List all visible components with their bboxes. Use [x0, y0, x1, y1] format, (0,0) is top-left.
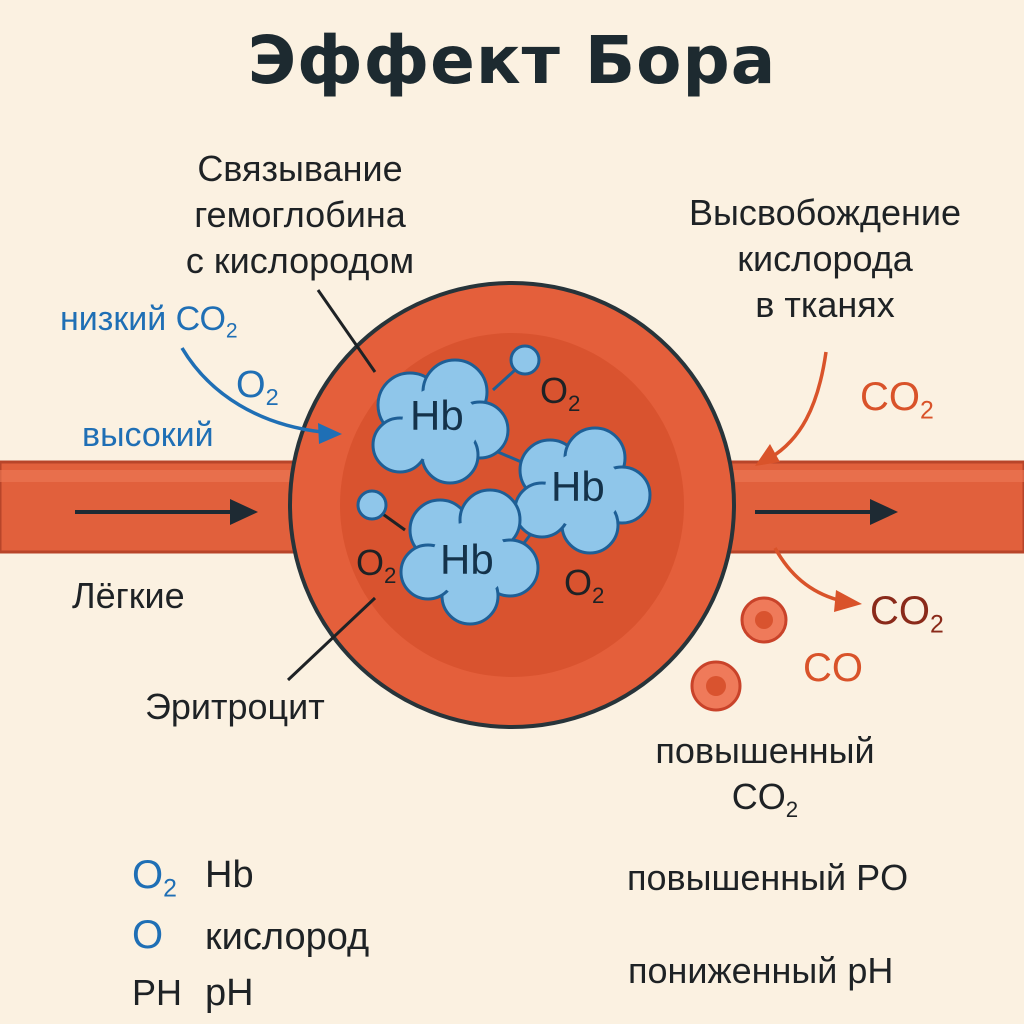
flow-arrow-right [755, 499, 898, 525]
co2-out-subscript: 2 [930, 611, 944, 639]
co-molecule-small [690, 660, 742, 712]
release-label-line-1: Высвобождение [689, 192, 961, 233]
hemoglobin-blob-3 [399, 488, 540, 626]
erythrocyte-label: Эритроцит [145, 686, 325, 727]
release-label-line-3: в тканях [755, 284, 895, 325]
binding-label-line-3: с кислородом [185, 240, 415, 281]
o2-in-cell-right-subscript: 2 [592, 582, 605, 608]
release-label: Высвобождение кислорода в тканях [650, 190, 1000, 328]
legend-symbol-o: O [132, 913, 164, 957]
o2-left-label: О2 [236, 362, 279, 411]
lungs-label: Лёгкие [72, 575, 185, 616]
binding-label-line-1: Связывание [197, 148, 403, 189]
oxygen-atom-top [509, 344, 541, 376]
elevated-co2-line-2: CO2 [620, 774, 910, 820]
diagram-title: Эффект Бора [247, 22, 777, 99]
o2-in-cell-top-subscript: 2 [568, 390, 581, 416]
co2-right-text: CO [860, 375, 920, 419]
binding-label: Связывание гемоглобина с кислородом [150, 146, 450, 284]
co2-right-label: CO2 [860, 374, 934, 424]
binding-label-line-2: гемоглобина [194, 194, 406, 235]
o2-in-cell-top: O2 [540, 368, 580, 414]
low-co2-subscript: 2 [225, 319, 238, 343]
hb-label-3: Hb [440, 536, 494, 583]
o2-in-cell-right: O2 [564, 560, 604, 606]
legend-text-ph: pH [205, 972, 254, 1014]
legend-symbol-ph: PH [132, 972, 183, 1013]
hb-label-1: Hb [410, 392, 464, 439]
high-label: высокий [82, 416, 214, 454]
co2-out-label: CO2 [870, 588, 944, 638]
legend-symbol-o2-text: O [132, 853, 164, 897]
co2-exit-arrow [773, 547, 862, 612]
o2-in-cell-left: O2 [356, 540, 396, 586]
o2-left-text: О [236, 364, 266, 406]
legend-symbol-o2: O2 [132, 852, 177, 902]
co-out-label: CO [803, 646, 863, 690]
o2-in-cell-left-text: O [356, 542, 385, 583]
elevated-co2-subscript: 2 [785, 796, 799, 822]
o2-left-subscript: 2 [265, 384, 279, 411]
hb-label-2: Hb [551, 463, 605, 510]
hemoglobin-blob-1 [371, 358, 510, 485]
binding-pointer-line [316, 289, 377, 373]
co2-molecule-small [740, 596, 788, 644]
elevated-co2-note: повышенный CO2 [620, 728, 910, 820]
legend-symbol-o2-subscript: 2 [163, 875, 177, 903]
elevated-co2-text: CO [731, 776, 786, 817]
o2-in-cell-top-text: O [540, 370, 569, 411]
low-co2-label: низкий СО2 [60, 296, 238, 342]
erythrocyte-pointer-line [286, 596, 377, 682]
o2-in-cell-left-subscript: 2 [384, 562, 397, 588]
legend-text-oxygen: кислород [205, 916, 370, 958]
elevated-co2-line-1: повышенный [655, 730, 875, 771]
o2-in-cell-right-text: O [564, 562, 593, 603]
co2-right-subscript: 2 [920, 397, 934, 425]
legend-text-hb: Hb [205, 854, 254, 896]
co2-out-text: CO [870, 589, 930, 633]
co2-entry-arrow [755, 351, 828, 466]
oxygen-atom-left [356, 489, 388, 521]
hemoglobin-blob-2 [513, 426, 652, 555]
flow-arrow-left [75, 499, 258, 525]
release-label-line-2: кислорода [737, 238, 913, 279]
low-co2-text: низкий СО [60, 300, 226, 338]
elevated-po-note: повышенный PO [627, 857, 909, 898]
lowered-ph-note: пониженный pH [628, 950, 894, 991]
oxygen-entry-arrow [180, 347, 342, 444]
